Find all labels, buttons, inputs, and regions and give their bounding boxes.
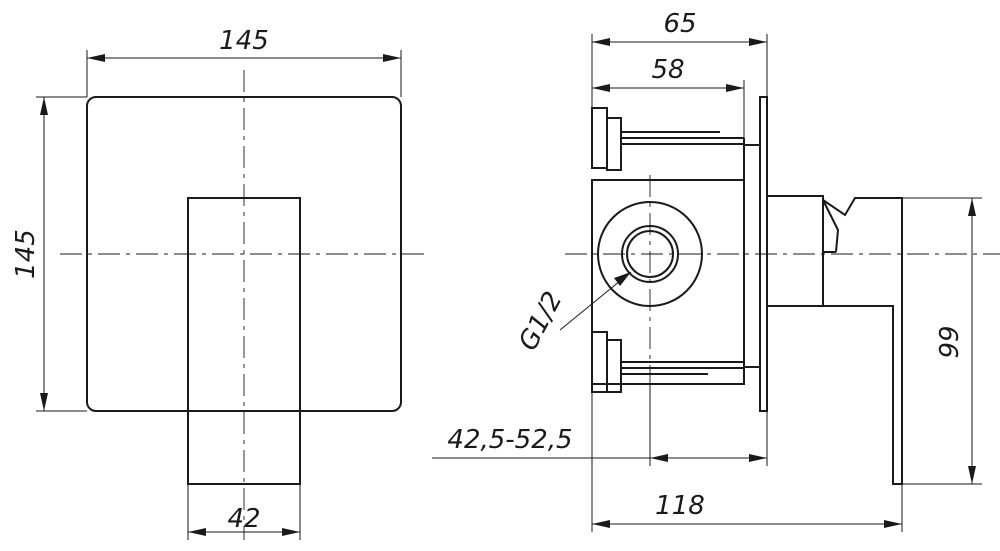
valve-body [591,179,745,385]
depth-inner-label: 58 [651,55,684,85]
handle-height-arrow-bottom [968,466,976,484]
front-view: 145 145 42 [11,26,430,540]
inlet-inner-circle [626,230,674,278]
depth-inner-arrow-left [592,84,610,92]
cartridge-housing [766,195,824,307]
install-depth-label: 42,5-52,5 [447,425,572,455]
overall-depth-label: 118 [655,491,705,521]
handle-profile [822,197,903,485]
thread-leader-arrow [614,272,631,286]
depth-total-arrow-left [592,38,610,46]
install-depth-arrow-left [650,454,668,462]
thread-label: G1/2 [513,287,569,356]
overall-depth-arrow-right [884,520,902,528]
plate-width-arrow-left [87,54,105,62]
handle-neck-curve [822,199,840,253]
lever-handle [187,197,301,485]
lower-bracket-stud [606,339,622,393]
handle-height-label: 99 [935,325,965,358]
inlet-middle-circle [621,225,679,283]
plate-height-label: 145 [11,229,41,279]
body-step [743,144,761,368]
handle-height-arrow-top [968,198,976,216]
lever-width-label: 42 [227,504,260,534]
upper-bracket-flange [591,107,608,169]
cover-plate [86,96,402,412]
overall-depth-arrow-left [592,520,610,528]
plate-width-label: 145 [219,26,269,56]
plate-height-arrow-top [40,97,48,115]
side-view: G1/2 65 58 42,5-52,5 118 99 [432,9,1000,532]
lever-width-arrow-right [282,528,300,536]
install-depth-arrow-right [749,454,767,462]
plate-width-arrow-right [383,54,401,62]
inlet-outer-circle [597,201,703,307]
depth-total-label: 65 [663,9,696,39]
depth-inner-arrow-right [726,84,744,92]
plate-height-arrow-bottom [40,393,48,411]
lever-width-arrow-left [188,528,206,536]
depth-total-arrow-right [749,38,767,46]
upper-bracket-stud [606,117,622,171]
